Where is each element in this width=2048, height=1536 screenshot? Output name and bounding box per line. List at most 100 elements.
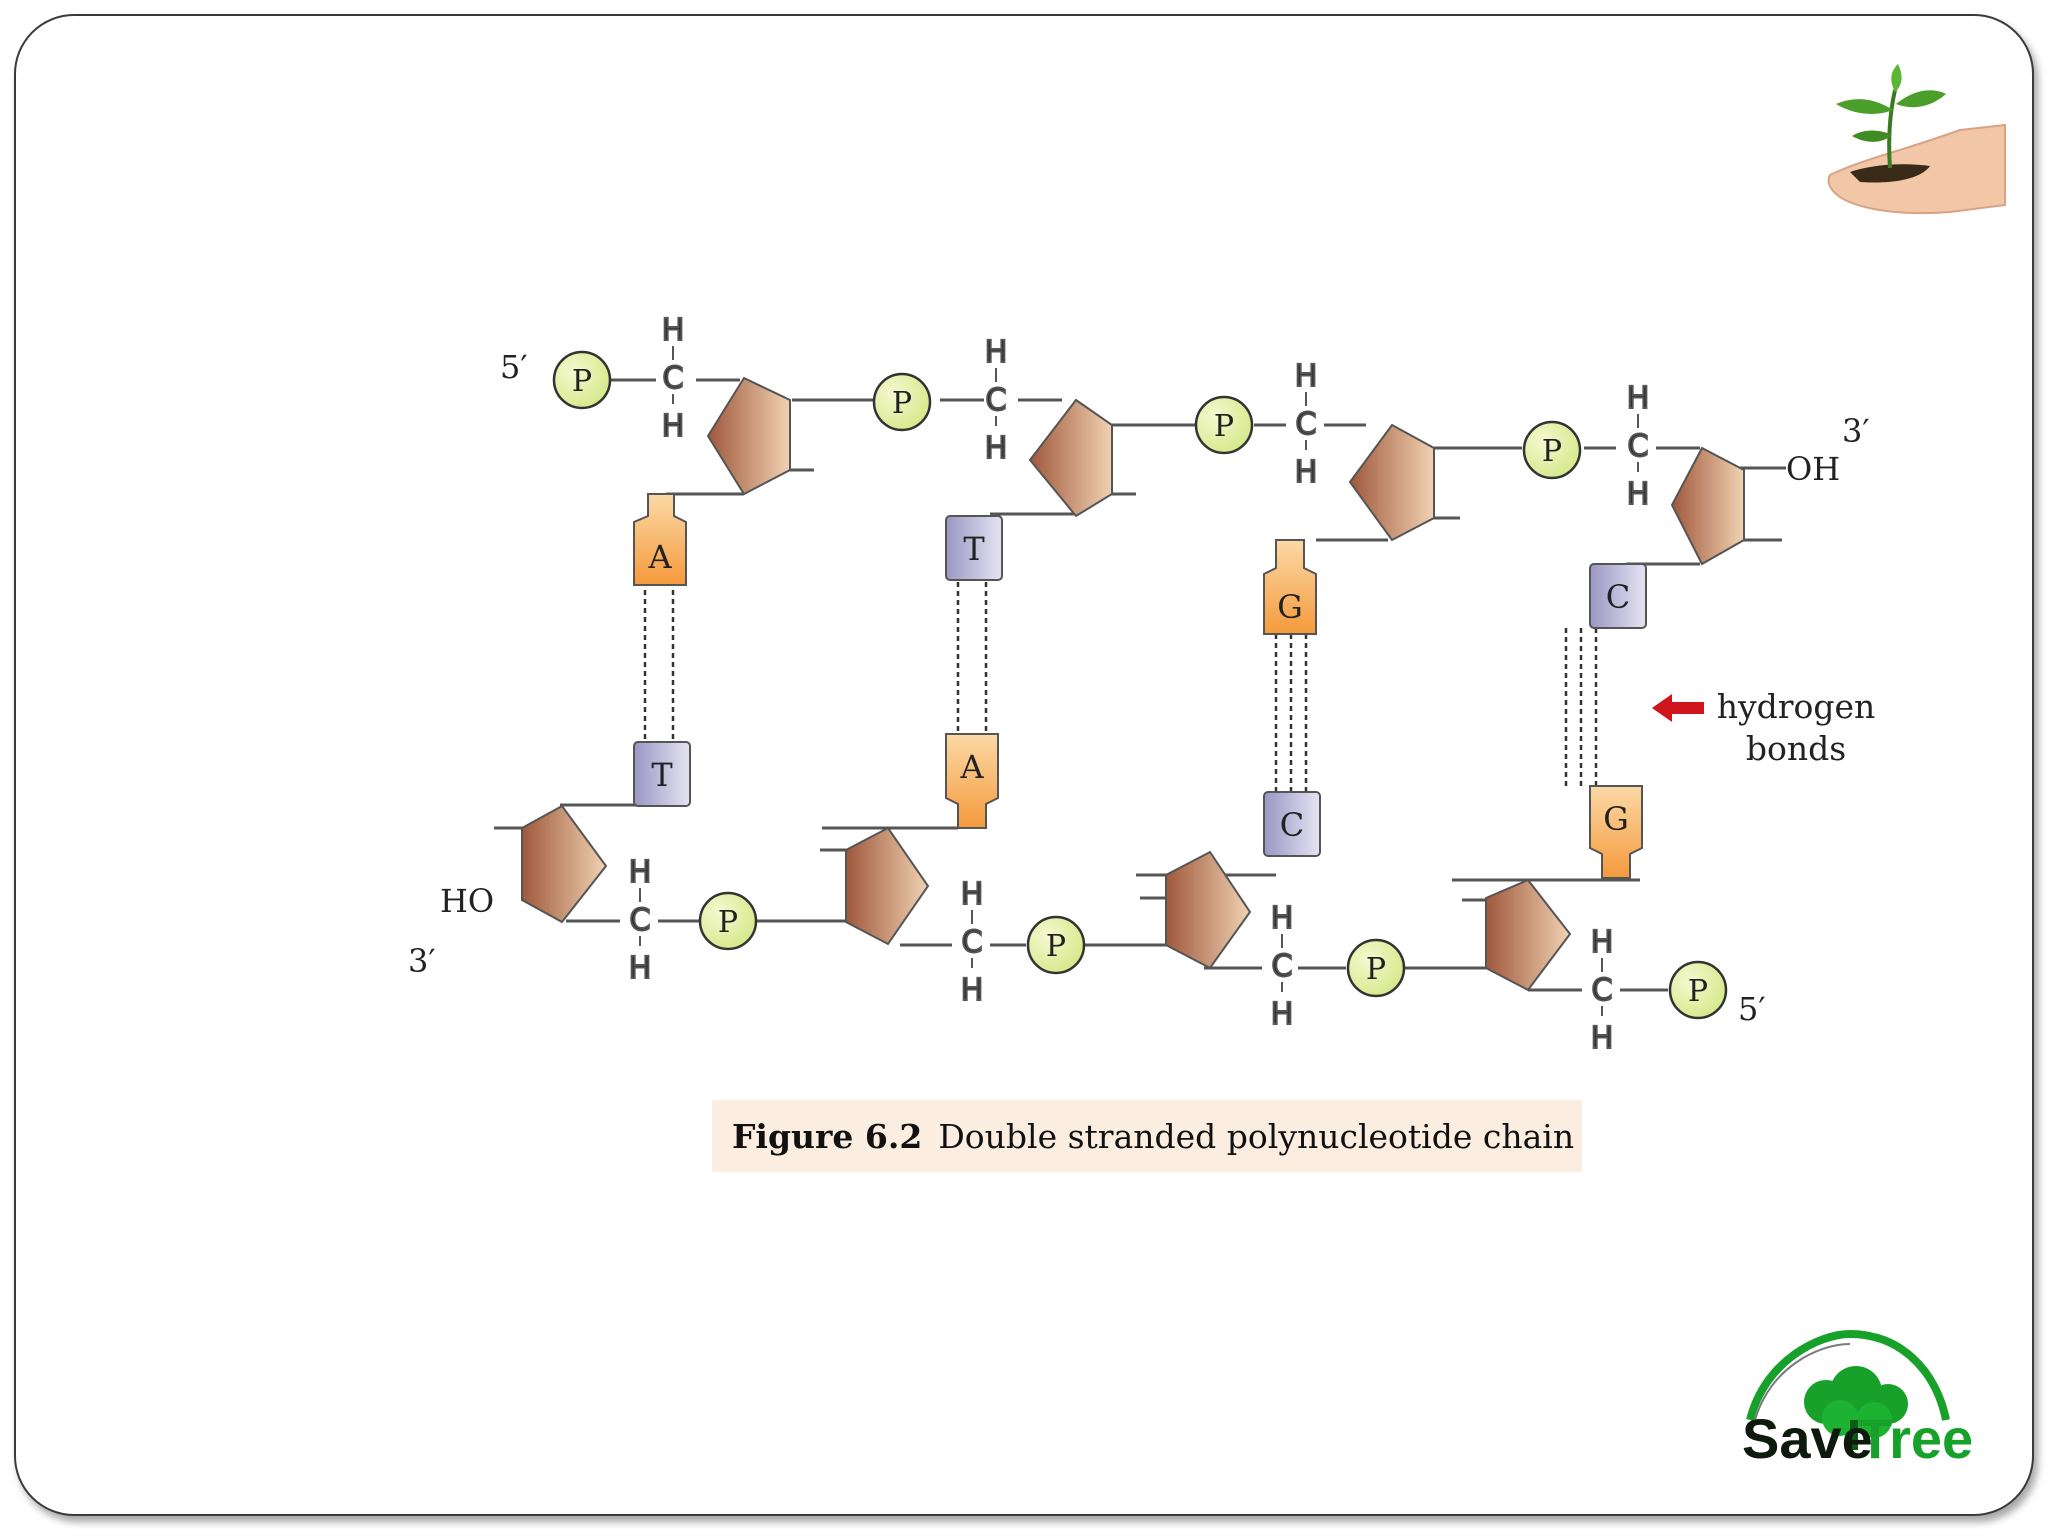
base-thymine-top: T [945,515,1003,581]
base-adenine-top: A [633,493,687,586]
base-label: G [1603,800,1629,838]
ch2-group: H C H [1270,900,1295,1033]
phosphate-group: P [1194,395,1254,455]
base-label: T [651,756,673,794]
carbon-atom: C [1592,973,1613,1008]
hydrogen-atom: H [1627,381,1650,416]
top-bases: A T G C [633,493,1647,635]
base-adenine-bottom: A [945,733,999,829]
base-thymine-bottom: T [633,741,691,807]
hydrogen-atom: H [961,877,984,912]
hydrogen-bonds [643,582,1598,792]
bottom-ch2-groups: H C H H C H H C H H C H [628,854,1615,1057]
carbon-atom: C [1628,429,1649,464]
phosphate-group: P [1668,960,1728,1020]
hydrogen-atom: H [1295,455,1318,490]
sugar-pentagon [706,376,791,496]
carbon-atom: C [630,903,651,938]
carbon-atom: C [962,925,983,960]
hydrogen-atom: H [1271,997,1294,1032]
hydrogen-atom: H [662,313,685,348]
sugar-pentagon [1348,423,1435,542]
ch2-group: H C H [628,854,653,987]
bottom-5-prime-label: 5′ [1738,990,1766,1028]
bottom-backbone [494,803,1668,992]
bottom-phosphates: P P P P [698,891,1728,1020]
tree-icon [1804,1366,1908,1450]
phosphate-label: P [718,905,738,940]
phosphate-group: P [1346,938,1406,998]
sugar-pentagon [1165,850,1252,970]
base-cytosine-top: C [1589,563,1647,629]
phosphate-group: P [1026,915,1086,975]
hydrogen-atom: H [985,335,1008,370]
hydrogen-atom: H [985,431,1008,466]
save-tree-logo: Save Tree [1742,1329,1973,1470]
phosphate-label: P [1366,952,1386,987]
figure-caption: Figure 6.2 Double stranded polynucleotid… [712,1100,1582,1172]
hydrogen-atom: H [662,409,685,444]
base-cytosine-bottom: C [1263,791,1321,857]
base-label: C [1606,578,1630,616]
hydrogen-atom: H [1271,901,1294,936]
hydrogen-atom: H [1591,1021,1614,1056]
ch2-group: H C H [1294,358,1319,491]
top-3-prime-label: 3′ [1842,412,1870,450]
phosphate-group: P [872,372,932,432]
base-guanine-bottom: G [1589,785,1643,879]
hydrogen-bonds-annotation: hydrogen bonds [1652,687,1875,768]
logo-word-save: Save [1742,1407,1873,1470]
hydrogen-atom: H [1627,477,1650,512]
bottom-hydroxyl-label: HO [440,882,494,920]
phosphate-group: P [698,891,758,951]
carbon-atom: C [1296,407,1317,442]
top-sugars [706,376,1745,566]
base-label: C [1280,806,1304,844]
carbon-atom: C [663,361,684,396]
ch2-group: H C H [960,876,985,1009]
phosphate-group: P [1522,420,1582,480]
carbon-atom: C [1272,949,1293,984]
phosphate-label: P [1688,974,1708,1009]
top-hydroxyl-label: OH [1786,450,1840,488]
bottom-sugars [521,804,1572,992]
annotation-line-2: bonds [1746,729,1846,768]
ch2-group: H C H [1590,924,1615,1057]
sugar-pentagon [845,826,930,946]
sugar-pentagon [1670,446,1745,566]
base-label: T [963,530,985,568]
logo-word-tree: Tree [1858,1407,1973,1470]
bottom-3-prime-label: 3′ [408,942,436,980]
ch2-group: H C H [984,334,1009,467]
hydrogen-atom: H [1295,359,1318,394]
base-label: G [1277,588,1303,626]
base-label: A [959,748,984,786]
sugar-pentagon [1028,398,1113,518]
figure-label: Figure 6.2 [732,1116,923,1156]
phosphate-label: P [1046,929,1066,964]
phosphate-label: P [1542,434,1562,469]
top-ch2-groups: H C H H C H H C H H C H [661,312,1651,513]
bottom-bases: T A C G [633,733,1643,879]
ch2-group: H C H [661,312,686,445]
sugar-pentagon [521,804,608,924]
hydrogen-atom: H [1591,925,1614,960]
slide-frame [14,14,2034,1516]
plant-in-hands-icon [1827,64,2006,215]
figure-caption-text: Double stranded polynucleotide chain [938,1116,1575,1156]
phosphate-group: P [552,350,612,410]
top-phosphates: P P P P [552,350,1582,480]
base-label: A [647,538,672,576]
annotation-line-1: hydrogen [1717,687,1876,726]
phosphate-label: P [1214,409,1234,444]
red-arrow-icon [1652,694,1704,722]
hydrogen-atom: H [629,951,652,986]
carbon-atom: C [986,383,1007,418]
top-5-prime-label: 5′ [500,348,528,386]
phosphate-label: P [892,386,912,421]
base-guanine-top: G [1263,539,1317,635]
hydrogen-atom: H [629,855,652,890]
ch2-group: H C H [1626,380,1651,513]
hydrogen-atom: H [961,973,984,1008]
